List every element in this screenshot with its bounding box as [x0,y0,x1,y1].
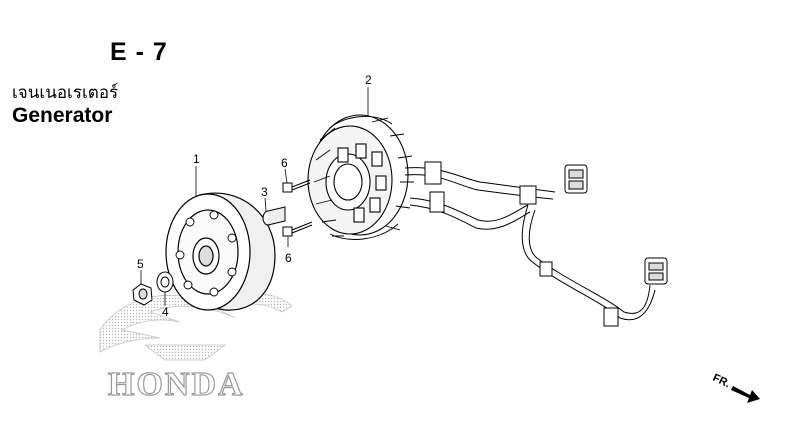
arrow-right-down-icon [731,386,760,403]
stator-assembly [307,114,414,240]
callout-5: 5 [137,257,144,271]
callout-6-lower: 6 [285,251,292,265]
callout-4: 4 [162,305,169,319]
harness-connector-upper [564,164,588,194]
front-label: FR. [711,372,732,390]
title-english: Generator [12,104,113,127]
washer-part-4 [156,271,174,293]
wire-harness [404,161,656,327]
nut-part-5 [132,283,153,306]
bolt-part-6-upper [282,179,311,193]
flywheel-rotor [165,192,276,311]
callout-6-upper: 6 [281,156,288,170]
honda-wordmark: HONDA [108,366,245,403]
harness-connector-lower [644,257,668,285]
leader-lines [140,87,369,306]
bolt-part-6-lower [282,221,313,237]
title-thai: เจนเนอเรเตอร์ [12,83,119,103]
section-code: E - 7 [110,38,168,66]
callout-2: 2 [365,73,372,87]
callout-3: 3 [261,185,268,199]
callout-1: 1 [193,152,200,166]
front-direction-indicator: FR. [711,372,760,403]
washer-part-3 [262,206,286,226]
